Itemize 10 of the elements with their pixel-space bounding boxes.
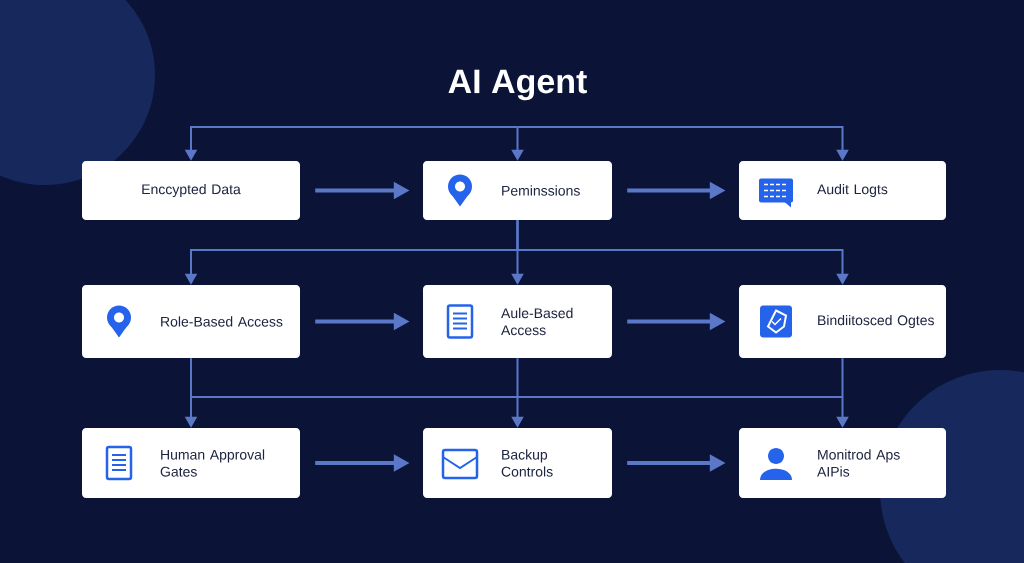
- process-box: Audit Logts: [739, 161, 946, 220]
- process-box: Backup Controls: [423, 428, 612, 498]
- process-box: Aule-Based Access: [423, 285, 612, 358]
- title: AI Agent: [448, 69, 587, 101]
- process-box: Monitrod Aps AIPis: [739, 428, 946, 498]
- process-box: Role-Based Access: [82, 285, 300, 358]
- process-box: Human Approval Gates: [82, 428, 300, 498]
- process-box: Peminssions: [423, 161, 612, 220]
- process-box: Bindiitosced Ogtes: [739, 285, 946, 358]
- process-box: Enccypted Data: [82, 161, 300, 220]
